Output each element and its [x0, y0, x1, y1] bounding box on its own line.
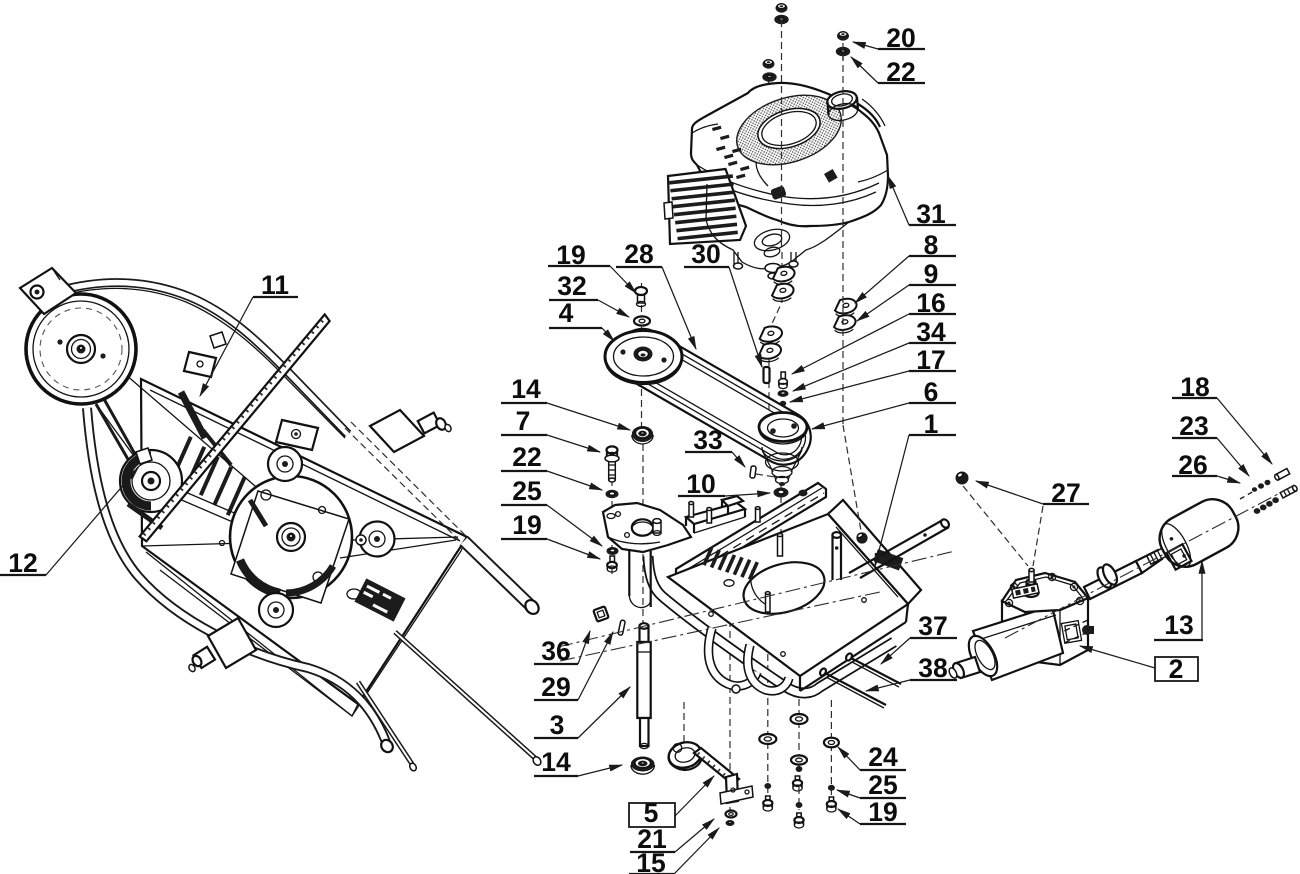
svg-text:32: 32 [557, 271, 586, 301]
svg-text:7: 7 [516, 406, 531, 436]
svg-text:24: 24 [868, 742, 898, 772]
svg-text:25: 25 [512, 476, 541, 506]
svg-text:38: 38 [918, 653, 947, 683]
svg-text:10: 10 [686, 469, 715, 499]
svg-text:2: 2 [1169, 654, 1184, 684]
svg-text:9: 9 [924, 259, 939, 289]
svg-text:4: 4 [559, 298, 574, 328]
svg-text:22: 22 [512, 442, 541, 472]
svg-text:8: 8 [924, 230, 939, 260]
svg-text:19: 19 [512, 510, 541, 540]
svg-text:25: 25 [868, 770, 897, 800]
svg-text:19: 19 [868, 797, 897, 827]
svg-text:14: 14 [511, 374, 541, 404]
svg-text:23: 23 [1179, 411, 1208, 441]
svg-text:12: 12 [8, 548, 37, 578]
svg-text:5: 5 [644, 798, 659, 828]
svg-text:13: 13 [1164, 610, 1193, 640]
svg-text:15: 15 [636, 848, 665, 874]
svg-text:37: 37 [918, 611, 947, 641]
svg-text:3: 3 [550, 710, 565, 740]
svg-text:28: 28 [624, 239, 653, 269]
svg-text:36: 36 [541, 636, 570, 666]
svg-text:33: 33 [693, 425, 722, 455]
svg-text:21: 21 [637, 824, 666, 854]
svg-text:1: 1 [924, 409, 939, 439]
svg-text:11: 11 [261, 270, 289, 300]
svg-text:29: 29 [541, 672, 570, 702]
svg-text:6: 6 [924, 377, 939, 407]
svg-text:14: 14 [541, 747, 571, 777]
svg-text:30: 30 [691, 239, 720, 269]
